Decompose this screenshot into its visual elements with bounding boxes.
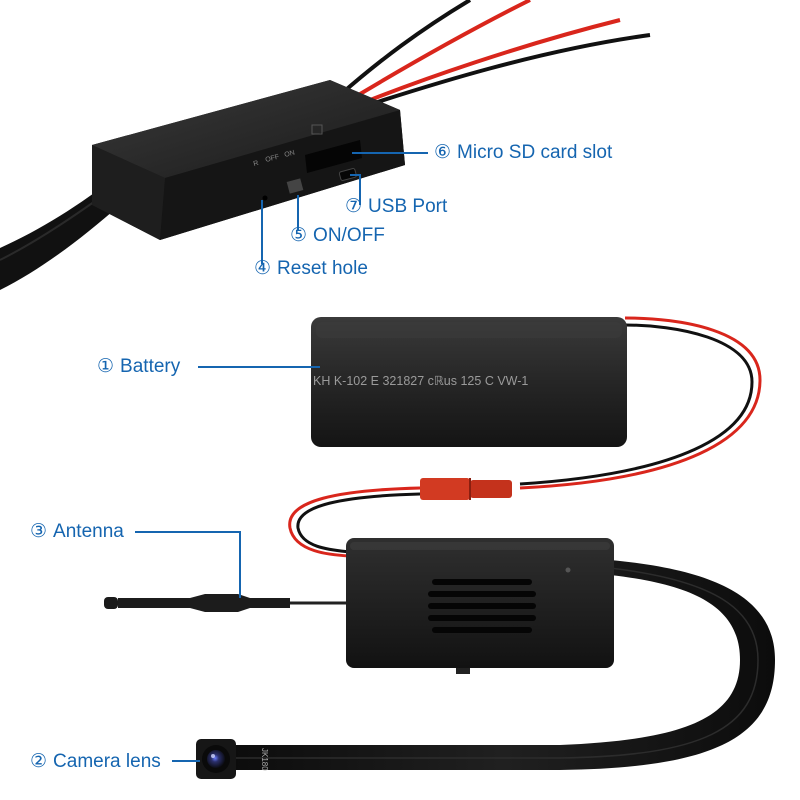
battery-pack: KH K-102 E 321827 cℝus 125 C VW-1 <box>311 317 627 447</box>
camera-lens-head: JK180 <box>196 739 269 779</box>
camera-main-module <box>346 538 614 674</box>
usb-port-leader <box>350 174 361 205</box>
camera-ribbon-cable <box>230 560 775 770</box>
top-control-box: R OFF ON <box>92 80 405 240</box>
ribbon-code-marking: JK180 <box>260 748 269 771</box>
battery-red-wire <box>288 316 762 558</box>
antenna-leader <box>135 531 241 598</box>
antenna <box>104 594 350 612</box>
jst-connector <box>420 478 512 500</box>
switch-off-marking: OFF <box>265 154 280 164</box>
top-wires <box>338 0 651 108</box>
battery-markings: KH K-102 E 321827 cℝus 125 C VW-1 <box>313 374 528 388</box>
leader-lines <box>135 152 428 762</box>
speaker-grille <box>428 579 536 633</box>
switch-on-marking: ON <box>284 149 296 158</box>
switch-r-marking: R <box>253 160 260 168</box>
